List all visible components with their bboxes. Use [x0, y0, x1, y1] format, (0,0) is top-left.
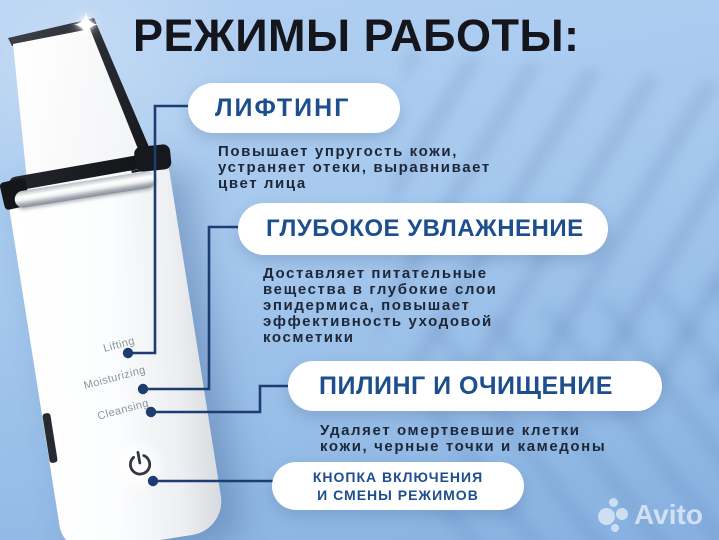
watermark-text: Avito [634, 499, 703, 530]
sparkle-icon: ✦ [71, 6, 101, 46]
mode-pill-deep-hydration: ГЛУБОКОЕ УВЛАЖНЕНИЕ [238, 203, 608, 255]
mode-description-deep-hydration: Доставляет питательные вещества в глубок… [263, 265, 498, 346]
power-note-label: КНОПКА ВКЛЮЧЕНИЯ И СМЕНЫ РЕЖИМОВ [312, 468, 484, 503]
mode-description-lifting: Повышает упругость кожи, устраняет отеки… [218, 143, 491, 192]
mode-pill-lifting: ЛИФТИНГ [188, 83, 400, 133]
mode-description-peeling-cleansing: Удаляет омертвевшие клетки кожи, черные … [320, 422, 607, 455]
avito-logo-icon [598, 497, 632, 535]
mode-pill-peeling-cleansing-label: ПИЛИНГ И ОЧИЩЕНИЕ [319, 371, 613, 400]
power-icon [129, 451, 152, 476]
power-note-pill: КНОПКА ВКЛЮЧЕНИЯ И СМЕНЫ РЕЖИМОВ [272, 462, 524, 510]
page-title: РЕЖИМЫ РАБОТЫ: [133, 10, 580, 61]
mode-pill-peeling-cleansing: ПИЛИНГ И ОЧИЩЕНИЕ [288, 361, 662, 411]
watermark: Avito [598, 497, 719, 537]
mode-pill-deep-hydration-label: ГЛУБОКОЕ УВЛАЖНЕНИЕ [266, 215, 584, 242]
mode-pill-lifting-label: ЛИФТИНГ [215, 93, 351, 122]
